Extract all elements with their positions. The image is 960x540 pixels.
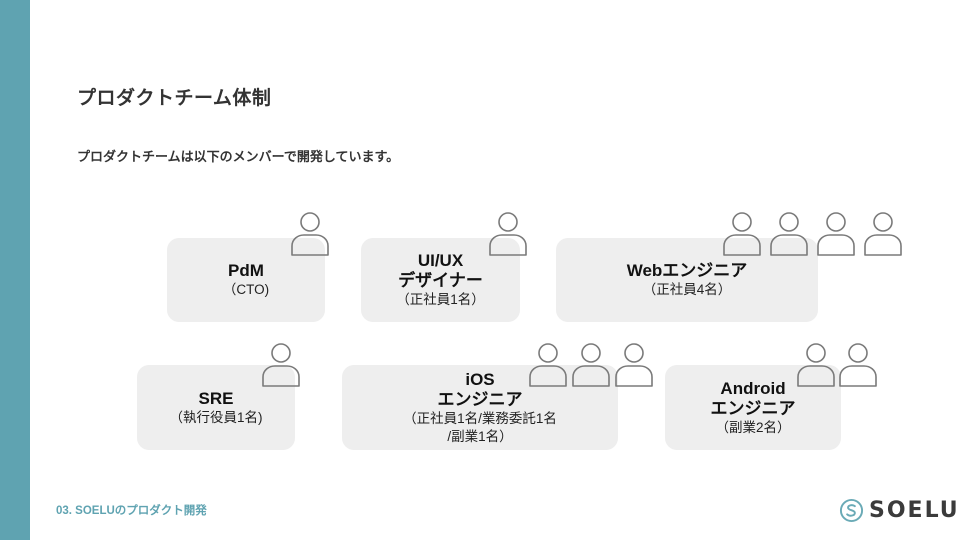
page-subtitle: プロダクトチームは以下のメンバーで開発しています。 [77,149,400,164]
team-role: デザイナー [398,271,483,290]
team-detail: （正社員1名） [396,292,485,307]
person-outline-icon [863,210,903,256]
team-role: PdM [228,261,264,280]
team-card-sre: SRE （執行役員1名) [137,365,295,450]
person-outline-icon [528,341,568,387]
team-role: Webエンジニア [626,261,748,280]
team-detail: （CTO) [222,282,270,297]
page-title: プロダクトチーム体制 [77,88,272,109]
team-role: エンジニア [437,389,523,409]
person-outline-icon [722,210,762,256]
team-detail: /副業1名） [447,428,513,444]
person-outline-icon [796,341,836,387]
team-card-web-engineer: Webエンジニア （正社員4名） [556,238,818,322]
footer-section-label: 03. SOELUのプロダクト開発 [56,505,207,517]
person-outline-icon [769,210,809,256]
person-outline-icon [614,341,654,387]
team-role: UI/UX [417,251,464,270]
person-outline-icon [571,341,611,387]
accent-sidebar [0,0,30,540]
team-role: iOS [465,369,495,389]
team-card-android-engineer: Android エンジニア （副業2名） [665,365,841,450]
soelu-s-circle-icon [839,498,864,523]
team-detail: （正社員4名） [642,282,732,297]
team-role: エンジニア [710,398,796,418]
person-outline-icon [488,210,528,256]
logo-text: SOELU [869,498,960,523]
team-card-ios-engineer: iOS エンジニア （正社員1名/業務委託1名 /副業1名） [342,365,618,450]
team-detail: （副業2名） [715,419,791,435]
person-outline-icon [838,341,878,387]
person-outline-icon [290,210,330,256]
person-outline-icon [261,341,301,387]
team-detail: （執行役員1名) [169,409,263,425]
team-card-pdm: PdM （CTO) [167,238,325,322]
team-detail: （正社員1名/業務委託1名 [403,410,557,426]
team-role: Android [720,378,786,398]
person-outline-icon [816,210,856,256]
team-role: SRE [198,388,234,408]
team-card-uiux-designer: UI/UX デザイナー （正社員1名） [361,238,520,322]
soelu-logo: SOELU [839,498,960,523]
